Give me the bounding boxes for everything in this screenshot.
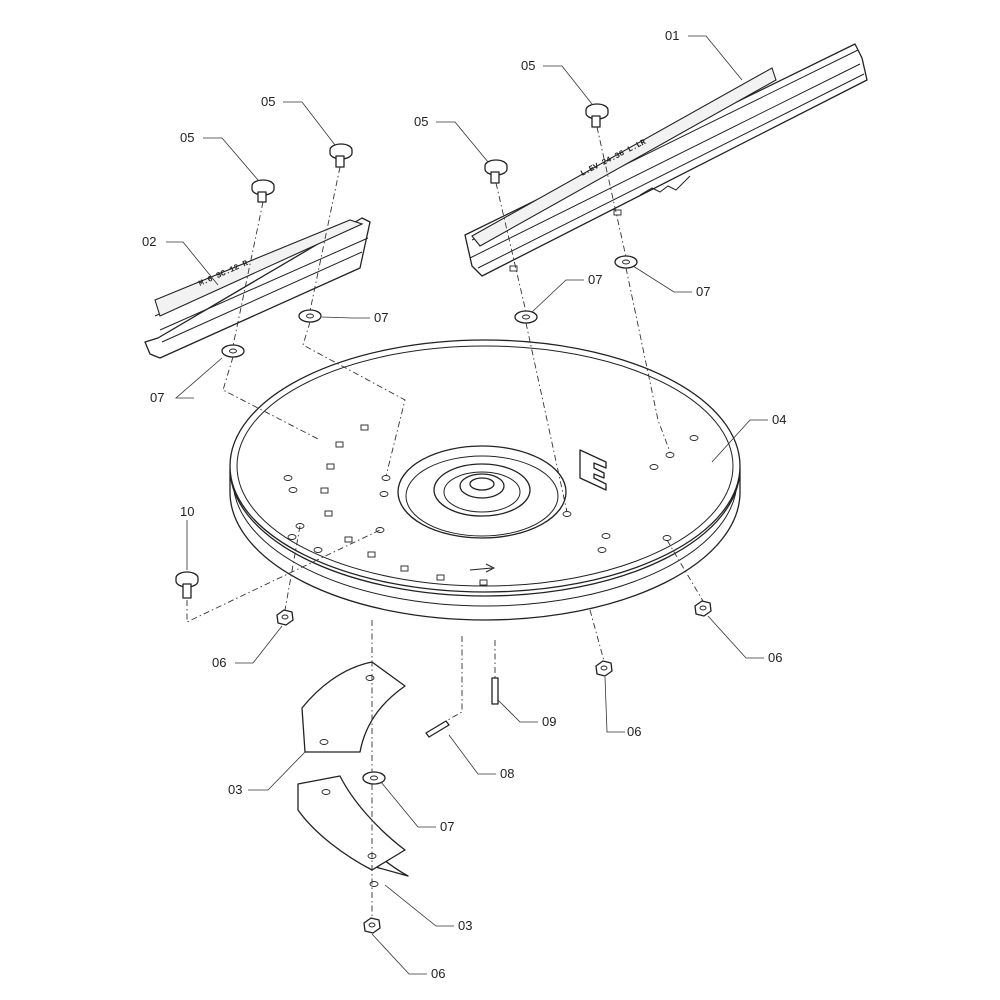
bolt-part-05 [251, 179, 275, 203]
bolt-part-10 [175, 571, 199, 599]
callout-06: 06 [627, 724, 641, 739]
callout-07: 07 [374, 310, 388, 325]
leader-lines [166, 35, 768, 975]
callout-05: 05 [521, 58, 535, 73]
assembly-lines [186, 126, 704, 918]
nut-part-06 [694, 600, 712, 617]
callout-03: 03 [458, 918, 472, 933]
callout-06: 06 [768, 650, 782, 665]
shield-part-03 [301, 661, 406, 753]
washer-part-07 [221, 344, 245, 358]
washer-part-07 [298, 309, 322, 323]
callout-05: 05 [261, 94, 275, 109]
callout-05: 05 [180, 130, 194, 145]
callout-07: 07 [440, 819, 454, 834]
callout-06: 06 [431, 966, 445, 981]
blade-part-02: M.6 SC.12 R [144, 217, 371, 359]
washer-part-07 [362, 771, 386, 785]
shield-part-03 [297, 775, 409, 887]
callout-09: 09 [542, 714, 556, 729]
disc-part-04 [229, 339, 741, 621]
nut-part-06 [363, 917, 381, 934]
pin-part-08 [425, 720, 450, 738]
callout-02: 02 [142, 234, 156, 249]
pin-part-09 [491, 677, 499, 705]
callout-07: 07 [588, 272, 602, 287]
callout-10: 10 [180, 504, 194, 519]
nut-part-06 [595, 660, 613, 677]
blade-part-01: L.EV 24.36 L.LR [464, 43, 868, 277]
washer-part-07 [614, 255, 638, 269]
callout-03: 03 [228, 782, 242, 797]
bolt-part-05 [484, 159, 508, 184]
bolt-part-05 [585, 103, 609, 128]
callout-08: 08 [500, 766, 514, 781]
callout-07: 07 [150, 390, 164, 405]
callout-07: 07 [696, 284, 710, 299]
nut-part-06 [276, 609, 294, 626]
washer-part-07 [514, 310, 538, 324]
callout-labels: 01 02 03 03 04 05 05 05 05 06 06 06 06 0… [142, 28, 786, 981]
callout-06: 06 [212, 655, 226, 670]
bolt-part-05 [329, 143, 353, 168]
callout-01: 01 [665, 28, 679, 43]
callout-04: 04 [772, 412, 786, 427]
callout-05: 05 [414, 114, 428, 129]
